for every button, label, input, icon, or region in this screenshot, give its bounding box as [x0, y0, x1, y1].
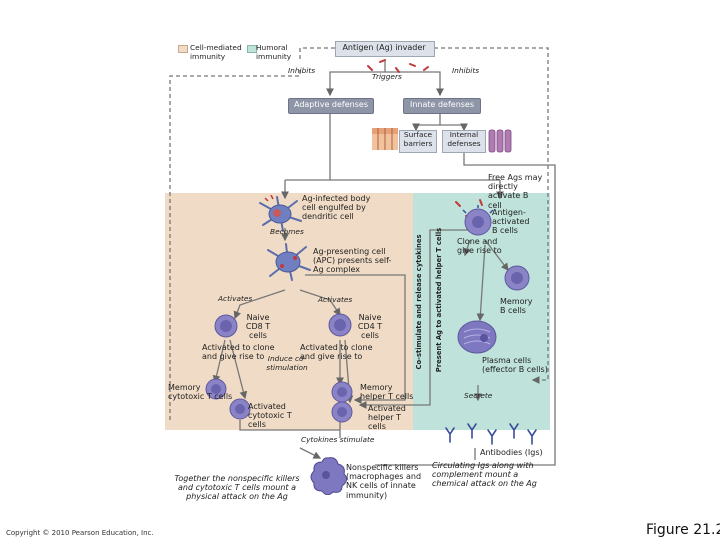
- activates-left-label: Activates: [218, 294, 253, 303]
- legend-swatch-cell-mediated: [178, 45, 188, 53]
- antibodies-label: Antibodies (Igs): [480, 448, 543, 457]
- ag-activated-b-cells-label: Antigen-activated B cells: [492, 208, 530, 236]
- surface-barriers-box: [399, 130, 437, 153]
- nonspecific-killers-label: Nonspecific killers (macrophages and NK …: [346, 463, 422, 500]
- apc-cell-icon: [267, 243, 311, 281]
- activated-cytotoxic-cell-icon: [229, 398, 251, 420]
- innate-defenses-box: [403, 98, 481, 114]
- innate-defenses-label: Innate defenses: [409, 100, 475, 109]
- legend-swatch-humoral: [247, 45, 257, 53]
- activated-clone-right-label: Activated to clone and give rise to: [300, 343, 373, 362]
- memory-b-cell-icon: [504, 265, 530, 291]
- mucosa-tissue-icon: [488, 129, 512, 153]
- memory-cytotoxic-label: Memory cytotoxic T cells: [168, 383, 233, 402]
- inhibits-right-label: Inhibits: [452, 66, 480, 75]
- macrophage-icon: [310, 457, 348, 495]
- surface-barriers-label: Surface barriers: [403, 130, 433, 148]
- ag-infected-label: Ag-infected body cell engulfed by dendri…: [302, 194, 371, 222]
- ag-activated-b-cell-icon: [462, 205, 494, 236]
- apc-label: Ag-presenting cell (APC) presents self-A…: [313, 247, 392, 275]
- memory-cytotoxic-cell-icon: [205, 378, 227, 400]
- circulating-igs-label: Circulating Igs along with complement mo…: [432, 461, 537, 489]
- triggers-label: Triggers: [372, 72, 402, 81]
- antigen-invader-label: Antigen (Ag) invader: [342, 43, 426, 52]
- adaptive-defenses-label: Adaptive defenses: [293, 100, 368, 109]
- antigen-invader-box: [335, 41, 435, 57]
- together-attack-label: Together the nonspecific killers and cyt…: [174, 474, 300, 502]
- naive-cd8-cell-icon: [214, 314, 238, 338]
- cytokines-stimulate-label: Cytokines stimulate: [301, 435, 375, 444]
- figure-number: Figure 21.21: [646, 522, 720, 538]
- internal-defenses-box: [442, 130, 486, 153]
- activates-right-label: Activates: [318, 295, 353, 304]
- skin-tissue-icon: [372, 128, 398, 150]
- plasma-cells-label: Plasma cells (effector B cells): [482, 356, 548, 375]
- internal-defenses-label: Internal defenses: [447, 130, 481, 148]
- inhibits-left-label: Inhibits: [288, 66, 316, 75]
- activated-cytotoxic-label: Activated cytotoxic T cells: [248, 402, 292, 430]
- antibodies-icon: [445, 423, 537, 445]
- dendritic-cell-icon: [259, 195, 302, 232]
- naive-cd8-label: Naive CD8 T cells: [245, 313, 271, 341]
- naive-cd4-cell-icon: [328, 313, 352, 337]
- activated-helper-cell-icon: [331, 401, 353, 423]
- memory-b-cells-label: Memory B cells: [500, 297, 533, 316]
- copyright-text: Copyright © 2010 Pearson Education, Inc.: [6, 529, 154, 537]
- legend-label-humoral: Humoral immunity: [256, 43, 292, 61]
- memory-helper-label: Memory helper T cells: [360, 383, 414, 402]
- free-ags-label: Free Ags may directly activate B cell: [488, 173, 543, 210]
- naive-cd4-label: Naive CD4 T cells: [357, 313, 383, 341]
- adaptive-defenses-box: [288, 98, 374, 114]
- cytokines-release-vertical-label: Co-stimulate and release cytokines: [415, 234, 424, 370]
- activated-helper-label: Activated helper T cells: [368, 404, 406, 432]
- activated-clone-left-label: Activated to clone and give rise to: [202, 343, 275, 362]
- plasma-cell-icon: [457, 320, 497, 354]
- antigen-marks: [367, 59, 429, 73]
- secrete-label: Secrete: [464, 391, 493, 400]
- induce-costimulation-label: Induce co-stimulation: [266, 354, 308, 372]
- becomes-label: Becomes: [270, 227, 304, 236]
- present-ag-vertical-label: Present Ag to activated helper T cells: [435, 227, 444, 373]
- legend-label-cell-mediated: Cell-mediated immunity: [190, 43, 242, 61]
- clone-give-rise-label: Clone and give rise to: [457, 237, 502, 256]
